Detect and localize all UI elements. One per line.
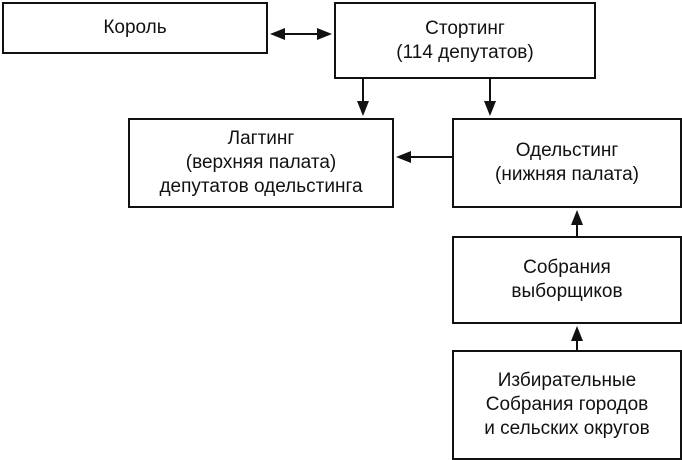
node-izbir-line-1: Избирательные — [497, 370, 637, 391]
node-izbir-line-3: и сельских округов — [484, 418, 650, 439]
node-korol-line-1: Король — [103, 17, 167, 38]
edge-izbir-sobraniya — [571, 326, 583, 350]
node-storting: Стортинг (114 депутатов) — [334, 2, 596, 79]
node-izbir-line-2: Собрания городов — [485, 394, 649, 415]
node-lagting-line-3: депутатов одельстинга — [159, 176, 363, 197]
node-sobraniya-line-2: выборщиков — [511, 281, 623, 302]
node-lagting: Лагтинг (верхняя палата) депутатов одель… — [128, 118, 394, 208]
node-storting-line-2: (114 депутатов) — [396, 41, 534, 63]
node-lagting-line-1: Лагтинг — [227, 128, 295, 149]
edge-storting-lagting — [357, 79, 369, 116]
edge-storting-odelsting — [484, 79, 496, 116]
node-lagting-line-2: (верхняя палата) — [185, 152, 337, 173]
edge-odelsting-lagting — [396, 151, 452, 163]
node-sobraniya: Собрания выборщиков — [452, 236, 682, 324]
node-storting-line-1: Стортинг — [425, 17, 505, 39]
node-odelsting-line-1: Одельстинг — [515, 140, 619, 161]
node-odelsting: Одельстинг (нижняя палата) — [452, 118, 682, 208]
node-izbir: Избирательные Собрания городов и сельски… — [452, 350, 682, 460]
edge-sobraniya-odelsting — [571, 210, 583, 236]
node-sobraniya-line-1: Собрания — [523, 257, 611, 278]
edge-korol-storting — [270, 28, 332, 40]
node-korol: Король — [2, 2, 268, 54]
node-odelsting-line-2: (нижняя палата) — [495, 164, 639, 185]
